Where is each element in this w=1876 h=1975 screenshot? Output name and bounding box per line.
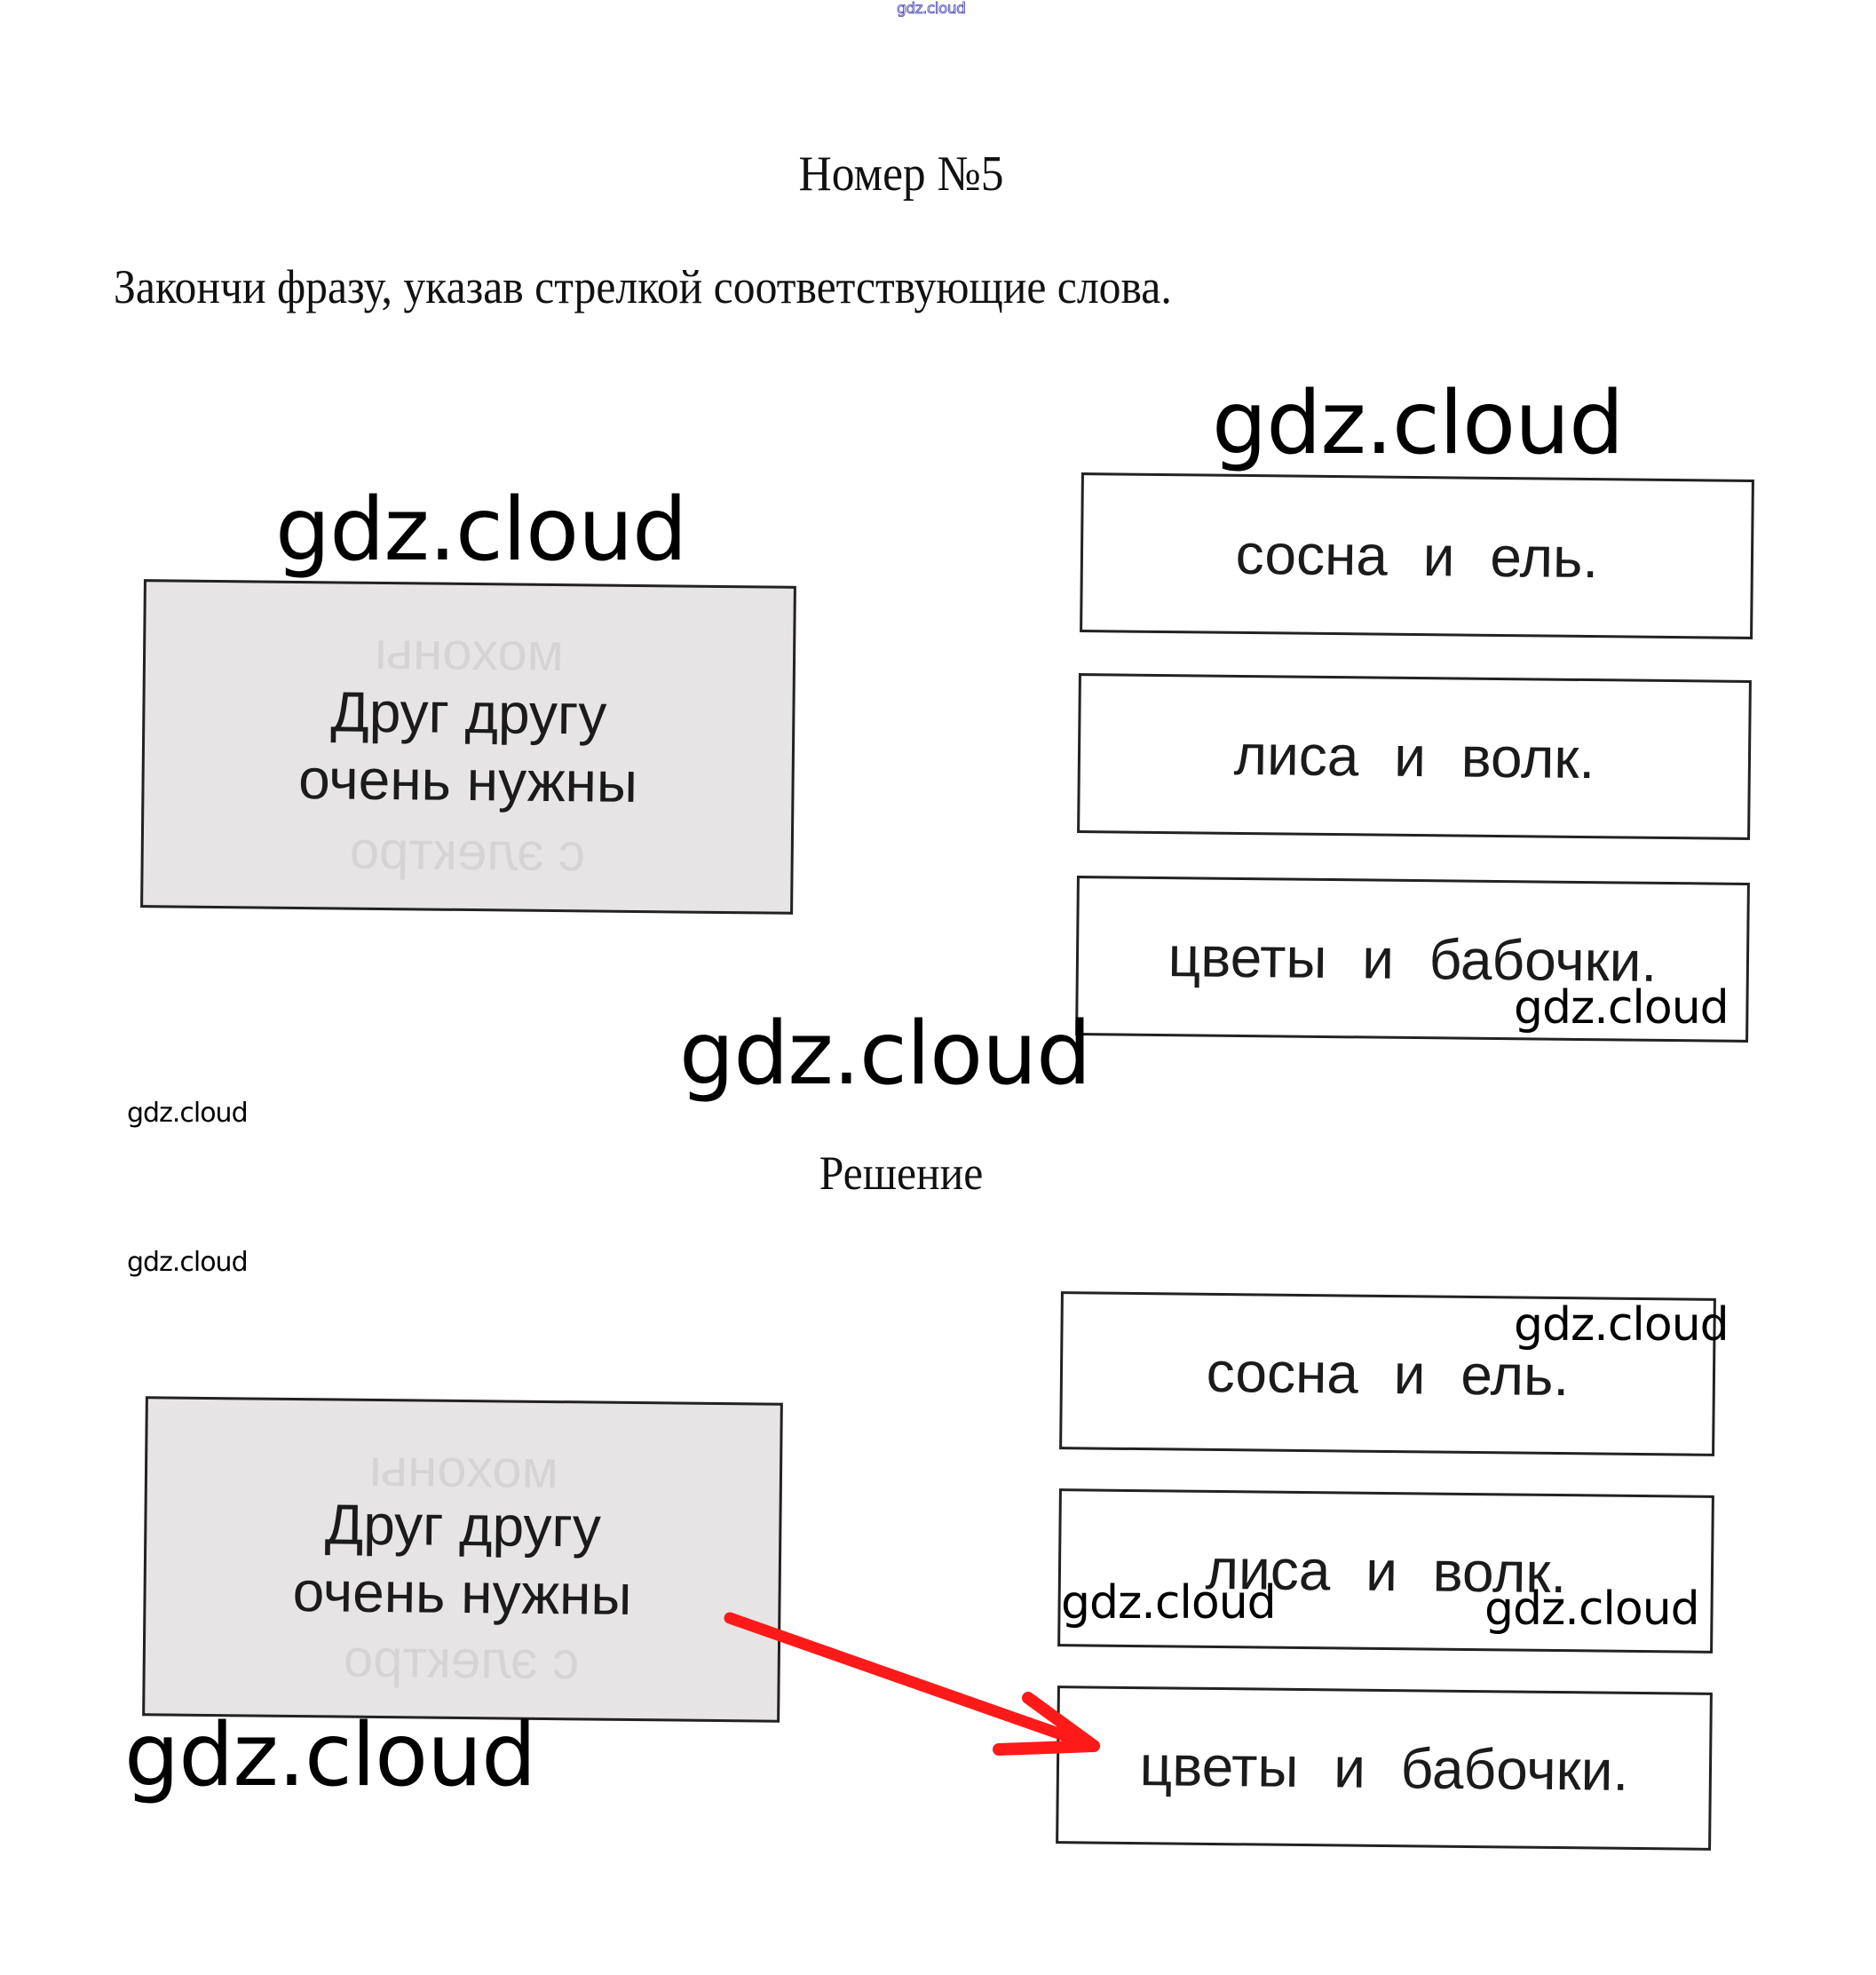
watermark: gdz.cloud xyxy=(1514,1298,1730,1352)
solution-title: Решение xyxy=(819,1146,984,1200)
exercise-phrase-card: мохоны с электро Друг другу очень нужны xyxy=(140,579,796,915)
watermark: gdz.cloud xyxy=(1061,1576,1277,1630)
watermark: gdz.cloud xyxy=(1514,981,1730,1035)
exercise-option-card[interactable]: сосна и ель. xyxy=(1080,472,1754,639)
task-title: Номер №5 xyxy=(798,147,1004,202)
watermark: gdz.cloud xyxy=(1212,373,1624,474)
watermark: gdz.cloud xyxy=(127,1247,249,1278)
phrase-line-1: Друг другу xyxy=(330,679,607,747)
task-instruction: Закончи фразу, указав стрелкой соответст… xyxy=(114,260,1172,313)
exercise-option-card[interactable]: лиса и волк. xyxy=(1077,673,1752,840)
arrow-shaft xyxy=(724,1612,1100,1752)
solution-phrase-card: мохоны с электро Друг другу очень нужны xyxy=(142,1396,783,1723)
top-watermark: gdz.cloud xyxy=(897,0,967,18)
option-text: цветы и бабочки. xyxy=(1139,1733,1629,1803)
option-text: лиса и волк. xyxy=(1233,722,1595,791)
bleed-through-text: с электро xyxy=(349,820,586,883)
bleed-through-text: с электро xyxy=(343,1628,580,1691)
option-text: сосна и ель. xyxy=(1235,521,1599,591)
phrase-line-1: Друг другу xyxy=(324,1492,602,1559)
watermark: gdz.cloud xyxy=(275,480,687,581)
solution-option-card-answer[interactable]: цветы и бабочки. xyxy=(1056,1685,1713,1851)
bleed-through-text: мохоны xyxy=(374,620,565,683)
phrase-line-2: очень нужны xyxy=(297,747,638,814)
watermark: gdz.cloud xyxy=(679,1003,1091,1105)
watermark: gdz.cloud xyxy=(124,1705,536,1806)
arrow-icon xyxy=(724,1612,1100,1756)
watermark: gdz.cloud xyxy=(127,1098,249,1129)
watermark: gdz.cloud xyxy=(1484,1582,1700,1636)
phrase-line-2: очень нужны xyxy=(292,1559,632,1627)
